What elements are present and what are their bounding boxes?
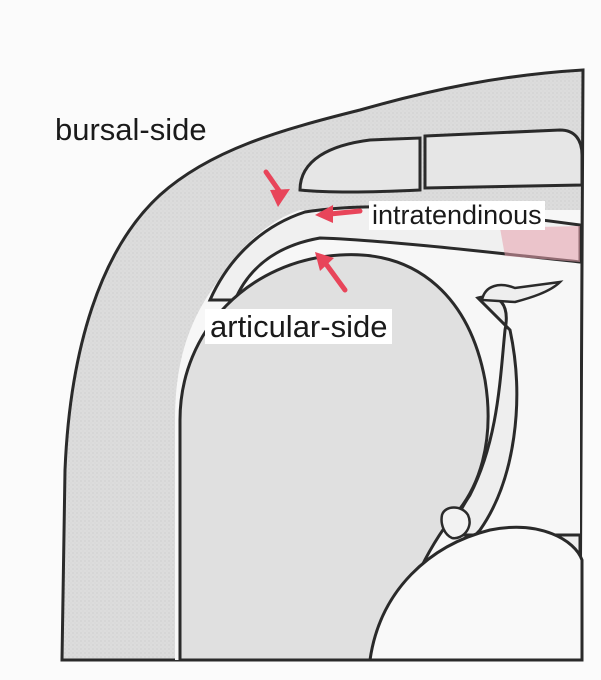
inferior-labrum <box>442 508 470 539</box>
clavicle <box>425 130 582 188</box>
label-articular-side: articular-side <box>205 309 392 344</box>
label-bursal-side: bursal-side <box>55 114 207 145</box>
label-intratendinous: intratendinous <box>369 201 545 230</box>
